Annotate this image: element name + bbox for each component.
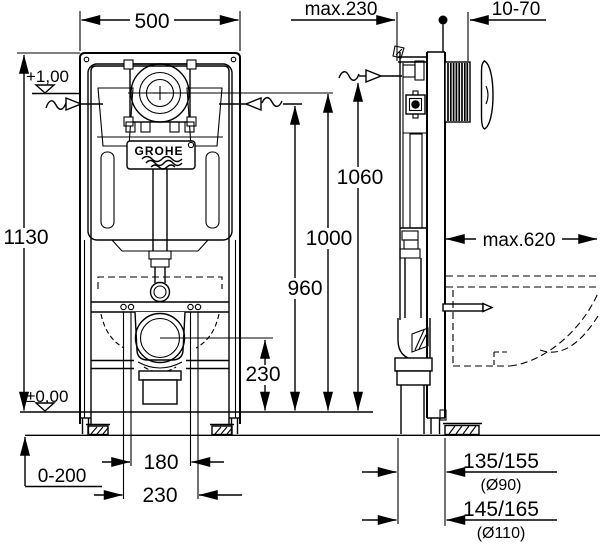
- supply-arrow-right: [219, 96, 302, 112]
- supply-arrow-left: [45, 96, 103, 112]
- top-clearance-label: max.230: [305, 0, 378, 20]
- dim-front-supply-height: 960: [287, 277, 322, 300]
- frame-foot-right: [210, 417, 240, 436]
- inlet-fitting: [402, 64, 416, 78]
- dim-side-supply-height: 1060: [337, 166, 384, 189]
- bowl-hint-left: [100, 313, 125, 349]
- drain-dia-110-label: (Ø110): [477, 525, 526, 542]
- frame-fixing-point: [405, 90, 426, 119]
- floor-lines: [20, 411, 600, 436]
- drain-offset-90-label: 135/155: [463, 450, 539, 473]
- drain-offset-110-label: 145/165: [463, 498, 539, 521]
- wc-bowl-dashed: [446, 275, 599, 367]
- dim-actuator-height: 1000: [306, 227, 353, 250]
- drain-elbow-side: [394, 318, 433, 434]
- dim-frame-width: 500: [134, 10, 169, 33]
- dim-drain-height: 230: [160, 337, 283, 411]
- drain-height-label: 230: [245, 363, 280, 386]
- drain-dia-90-label: (Ø90): [481, 477, 522, 494]
- side-supply-wavy: [338, 68, 402, 84]
- max-depth-label: max.620: [483, 230, 556, 251]
- dim-stud-spacing: 180: [102, 451, 224, 474]
- dim-drain-offset-110: 145/165 (Ø110): [362, 498, 557, 542]
- dim-drain-offset-90: 135/155 (Ø90): [362, 450, 557, 494]
- side-dimensions: max.230 10-70 max.620 135/155 (: [291, 0, 598, 542]
- frame-foot-left: [80, 417, 110, 436]
- stud-spacing-label: 180: [143, 451, 178, 474]
- side-view: [392, 45, 599, 436]
- crossbar-lower: [91, 359, 229, 370]
- axis-dot-marker: [438, 15, 448, 52]
- foot-adjust-label: 0-200: [38, 466, 87, 487]
- bowl-hint-right: [195, 313, 220, 349]
- cistern-front: [87, 59, 233, 252]
- brand-logo-text: GROHE: [134, 144, 183, 158]
- front-view: GROHE: [26, 52, 333, 436]
- wall-anchor: [392, 45, 405, 59]
- bracket-dashed-outline: [97, 276, 223, 289]
- wall-range-label: 10-70: [492, 0, 541, 20]
- level-mark-top: +1,00: [26, 67, 80, 95]
- level-mark-floor: ±0,00: [26, 387, 68, 412]
- dim-foot-adjustment: 0-200: [19, 436, 102, 488]
- brand-logo-plate: GROHE: [126, 140, 196, 170]
- front-dimensions: 500 1130 0-200 230 180: [2, 9, 283, 507]
- dim-frame-height: 1130: [3, 226, 48, 249]
- crossbar-upper: [91, 301, 229, 313]
- dim-wall-range: 10-70: [467, 0, 546, 61]
- dim-max-depth: max.620: [445, 230, 598, 251]
- stud-spacing-outer-label: 230: [142, 484, 177, 507]
- dim-top-clearance: max.230: [291, 0, 398, 61]
- height-dimensions: 960 1000 1060: [285, 68, 402, 411]
- level-floor-label: ±0,00: [26, 387, 68, 406]
- actuator-housing-striped: [444, 61, 471, 123]
- actuator-plate: [480, 60, 494, 130]
- flush-pipe-front: [148, 169, 172, 303]
- frame-foot-side: [427, 409, 482, 436]
- drain-bend-front: [134, 311, 186, 405]
- level-top-label: +1,00: [26, 67, 69, 86]
- flush-pipe-side: [409, 133, 423, 229]
- dim-stud-spacing-outer: 230: [94, 484, 242, 507]
- wc-mounting-rod: [442, 302, 494, 313]
